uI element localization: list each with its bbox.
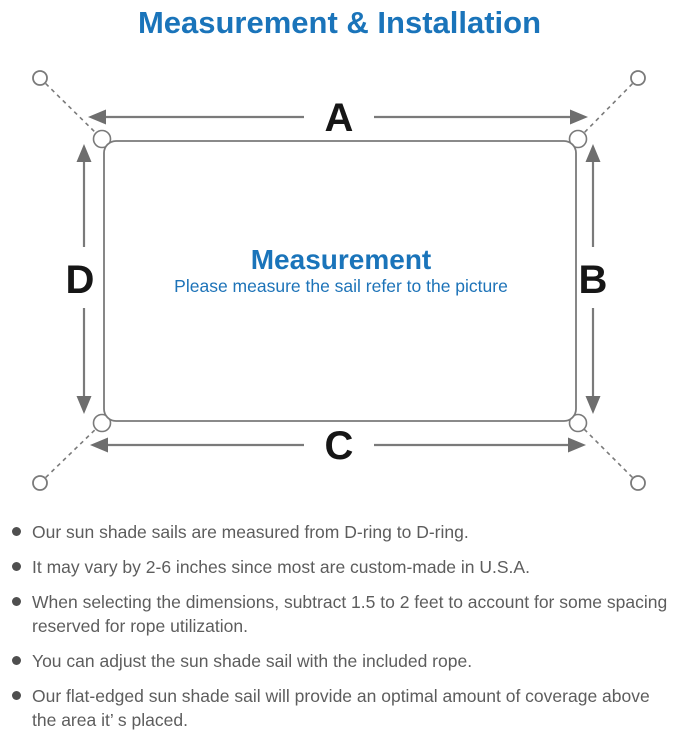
measurement-subheading: Please measure the sail refer to the pic… — [174, 276, 508, 296]
d-ring-icon-bottom-right — [568, 413, 588, 433]
list-item: When selecting the dimensions, subtract … — [12, 590, 675, 638]
bullet-text: the area it’ s placed. — [32, 710, 188, 730]
bullet-text: You can adjust the sun shade sail with t… — [32, 651, 473, 671]
bullet-text: It may vary by 2-6 inches since most are… — [32, 557, 530, 577]
rope-dashed-line-bottom-right — [577, 422, 639, 484]
d-ring-icon-top-left — [92, 129, 112, 149]
bullet-text: When selecting the dimensions, subtract … — [32, 592, 668, 612]
bullet-text: reserved for rope utilization. — [32, 616, 248, 636]
anchor-ring-icon-bottom-left — [32, 475, 48, 491]
page-title: Measurement & Installation — [137, 5, 542, 40]
list-item: Our flat-edged sun shade sail will provi… — [12, 684, 675, 732]
dimension-label-a: A — [325, 96, 354, 140]
measurement-diagram: A C D B Measurement Please measure the s… — [32, 70, 646, 491]
rope-dashed-line-top-left — [39, 77, 103, 140]
bullet-dot-icon — [12, 527, 21, 536]
bullet-list: Our sun shade sails are measured from D-… — [0, 520, 679, 732]
bullet-dot-icon — [12, 562, 21, 571]
rope-dashed-line-bottom-left — [39, 422, 103, 484]
anchor-ring-icon-top-right — [630, 70, 646, 86]
d-ring-icon-top-right — [568, 129, 588, 149]
dimension-arrow-bottom — [90, 437, 586, 453]
list-item: It may vary by 2-6 inches since most are… — [12, 555, 675, 579]
anchor-ring-icon-top-left — [32, 70, 48, 86]
dimension-label-c: C — [325, 424, 354, 468]
list-item: You can adjust the sun shade sail with t… — [12, 649, 675, 673]
list-item: Our sun shade sails are measured from D-… — [12, 520, 675, 544]
dimension-label-d: D — [66, 258, 95, 302]
measurement-heading: Measurement — [251, 244, 432, 275]
bullet-dot-icon — [12, 691, 21, 700]
bullet-text: Our sun shade sails are measured from D-… — [32, 522, 469, 542]
bullet-dot-icon — [12, 597, 21, 606]
rope-dashed-line-top-right — [577, 77, 639, 140]
bullet-dot-icon — [12, 656, 21, 665]
dimension-arrow-left — [76, 144, 92, 414]
dimension-arrow-top — [88, 109, 588, 125]
dimension-arrow-right — [585, 144, 601, 414]
bullet-text: Our flat-edged sun shade sail will provi… — [32, 686, 650, 706]
anchor-ring-icon-bottom-right — [630, 475, 646, 491]
d-ring-icon-bottom-left — [92, 413, 112, 433]
sail-outline — [103, 140, 577, 422]
dimension-label-b: B — [579, 258, 608, 302]
